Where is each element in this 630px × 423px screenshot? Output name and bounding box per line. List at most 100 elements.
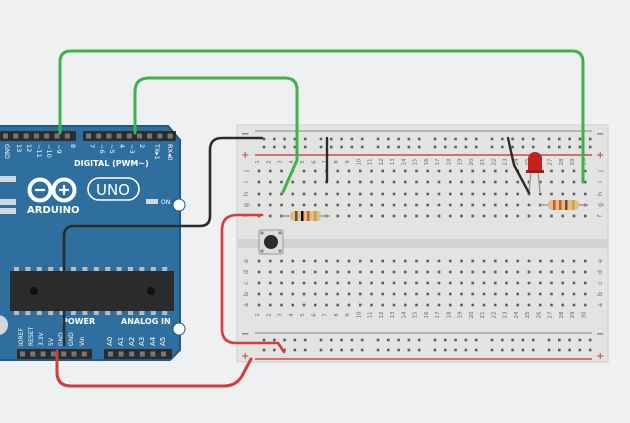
- column-number: 30: [581, 311, 587, 318]
- column-number: 3: [278, 160, 284, 164]
- header-pin-hole[interactable]: [157, 133, 163, 139]
- on-label: ON: [161, 199, 170, 206]
- rail-plus-bottom-right: +: [596, 351, 604, 362]
- power-pin-label: IOREF: [18, 328, 25, 346]
- row-letter: j: [242, 170, 250, 173]
- header-pin-hole[interactable]: [23, 133, 29, 139]
- row-letter: g: [242, 203, 250, 207]
- column-number: 20: [469, 158, 475, 165]
- column-number: 28: [559, 158, 565, 165]
- column-number: 14: [401, 311, 407, 318]
- column-number: 17: [435, 158, 441, 165]
- row-letter: g: [596, 203, 604, 207]
- row-letter: d: [242, 270, 250, 274]
- column-number: 1: [255, 313, 261, 317]
- red-led[interactable]: [526, 152, 544, 193]
- column-number: 16: [424, 311, 430, 318]
- header-pin-hole[interactable]: [126, 133, 132, 139]
- header-pin-hole[interactable]: [64, 133, 70, 139]
- row-letter: i: [242, 181, 250, 183]
- column-number: 10: [356, 311, 362, 318]
- column-number: 4: [289, 160, 295, 164]
- header-pin-hole[interactable]: [33, 133, 39, 139]
- header-pin-hole[interactable]: [150, 351, 156, 357]
- analog-in-label: ANALOG IN: [121, 317, 171, 326]
- header-pin-hole[interactable]: [54, 133, 60, 139]
- wire-green-pin9-to-led[interactable]: [58, 49, 585, 184]
- header-pin-hole[interactable]: [40, 351, 46, 357]
- column-number: 14: [401, 158, 407, 165]
- header-pin-hole[interactable]: [86, 133, 91, 139]
- header-pin-hole[interactable]: [3, 133, 8, 139]
- header-pin-hole[interactable]: [116, 133, 122, 139]
- row-letter: f: [596, 214, 604, 217]
- header-pin-hole[interactable]: [139, 351, 145, 357]
- power-pin-label: 5V: [48, 337, 55, 346]
- top-pin-label: ~6: [98, 144, 106, 154]
- column-number: 6: [311, 160, 317, 164]
- column-number: 8: [334, 160, 340, 164]
- header-pin-hole[interactable]: [147, 133, 153, 139]
- rail-plus-top-right: +: [596, 150, 604, 161]
- row-letter: a: [596, 303, 604, 307]
- rail-plus-bottom-left: +: [241, 351, 249, 362]
- header-pin-hole[interactable]: [108, 351, 113, 357]
- uno-badge: [87, 177, 140, 201]
- rail-minus-top-left: −: [241, 129, 249, 140]
- row-letter: h: [596, 192, 604, 196]
- header-pin-hole[interactable]: [129, 351, 135, 357]
- resistor-led[interactable]: [540, 200, 588, 210]
- header-pin-hole[interactable]: [81, 351, 87, 357]
- header-pin-hole[interactable]: [161, 351, 166, 357]
- wire-green-pin3-to-button[interactable]: [133, 76, 299, 194]
- rail-plus-top-left: +: [241, 150, 249, 161]
- arduino-brand-text: ARDUINO: [27, 205, 79, 216]
- header-pin-hole[interactable]: [61, 351, 67, 357]
- header-pin-hole[interactable]: [137, 133, 142, 139]
- analog-pin-label: A2: [128, 337, 136, 346]
- row-letter: c: [596, 281, 604, 285]
- column-number: 24: [514, 311, 520, 318]
- power-pin-label: GND: [58, 332, 65, 346]
- top-pin-label: TX▸1: [153, 143, 161, 160]
- breadboard[interactable]: − + − + − + − + 112233445566778899101011…: [236, 124, 609, 363]
- top-pin-label: GND: [3, 144, 11, 159]
- column-number: 16: [424, 158, 430, 165]
- analog-pin-label: A0: [106, 337, 114, 346]
- header-pin-hole[interactable]: [71, 351, 77, 357]
- column-number: 9: [345, 160, 351, 164]
- row-letter: d: [596, 270, 604, 274]
- jumper-black-led-ground[interactable]: [506, 136, 531, 195]
- header-pin-hole[interactable]: [50, 351, 56, 357]
- header-pin-hole[interactable]: [20, 351, 25, 357]
- top-pin-label: ~3: [128, 144, 136, 154]
- column-number: 23: [503, 311, 509, 318]
- column-number: 20: [469, 311, 475, 318]
- power-pin-label: GND: [68, 332, 75, 346]
- header-pin-hole[interactable]: [167, 133, 173, 139]
- column-number: 18: [446, 158, 452, 165]
- pushbutton[interactable]: [258, 229, 284, 255]
- wire-red-rail-to-button[interactable]: [220, 213, 286, 354]
- header-pin-hole[interactable]: [44, 133, 50, 139]
- column-number: 27: [548, 311, 554, 318]
- column-number: 2: [266, 313, 272, 317]
- header-pin-hole[interactable]: [106, 133, 112, 139]
- header-pin-hole[interactable]: [96, 133, 102, 139]
- wire-red-5v-to-rail[interactable]: [55, 349, 253, 388]
- column-number: 29: [570, 311, 576, 318]
- column-number: 4: [289, 313, 295, 317]
- top-pin-label: ~10: [45, 144, 53, 158]
- header-pin-hole[interactable]: [30, 351, 36, 357]
- power-label: POWER: [62, 317, 95, 326]
- column-number: 2: [266, 160, 272, 164]
- reset-button[interactable]: [0, 315, 8, 335]
- top-pin-label: ~9: [55, 144, 63, 154]
- digital-pwm-label: DIGITAL (PWM~): [74, 159, 149, 168]
- resistor-button-pulldown[interactable]: [282, 211, 330, 221]
- header-pin-hole[interactable]: [118, 351, 124, 357]
- header-pin-hole[interactable]: [13, 133, 19, 139]
- wire-black-gnd-to-rail[interactable]: [62, 136, 264, 347]
- column-number: 5: [300, 313, 306, 317]
